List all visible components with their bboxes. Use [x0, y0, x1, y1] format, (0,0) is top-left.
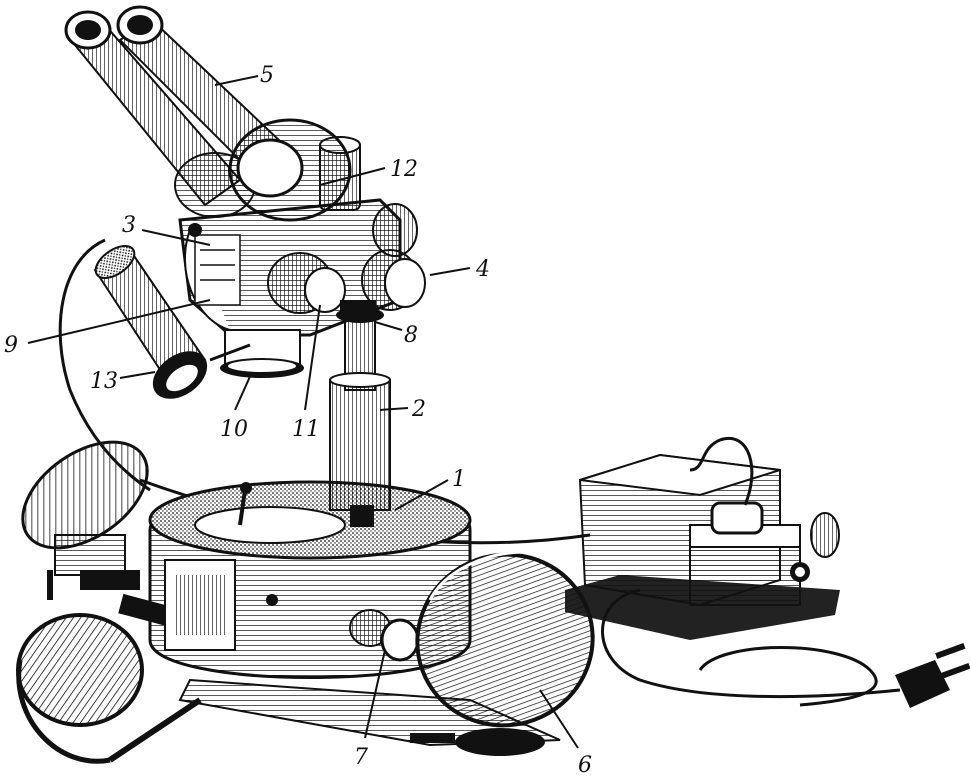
- callout-13: 13: [90, 369, 118, 394]
- leader-lines: [27, 75, 579, 749]
- side-knob-right: [361, 203, 426, 311]
- callout-8: 8: [404, 323, 418, 348]
- callout-2: 2: [411, 397, 426, 422]
- callout-12: 12: [390, 157, 418, 182]
- right-mirror: [415, 550, 595, 728]
- side-knob-center: [267, 252, 376, 318]
- callout-5: 5: [260, 63, 274, 88]
- callout-11: 11: [292, 417, 320, 442]
- callout-1: 1: [452, 467, 466, 492]
- callout-4: 4: [475, 257, 490, 282]
- microscope-pillar: [329, 307, 391, 511]
- callout-9: 9: [4, 333, 18, 358]
- power-cord: [601, 588, 901, 707]
- callout-6: 6: [578, 753, 592, 778]
- eyepiece-tubes: [64, 5, 352, 222]
- callout-10: 10: [220, 417, 248, 442]
- left-mirror-upper: [21, 440, 149, 600]
- callout-3: 3: [122, 213, 136, 238]
- power-plug: [895, 642, 970, 708]
- illuminator-lamp: [93, 245, 251, 399]
- callout-7: 7: [354, 745, 368, 770]
- power-transformer-box: [565, 436, 840, 640]
